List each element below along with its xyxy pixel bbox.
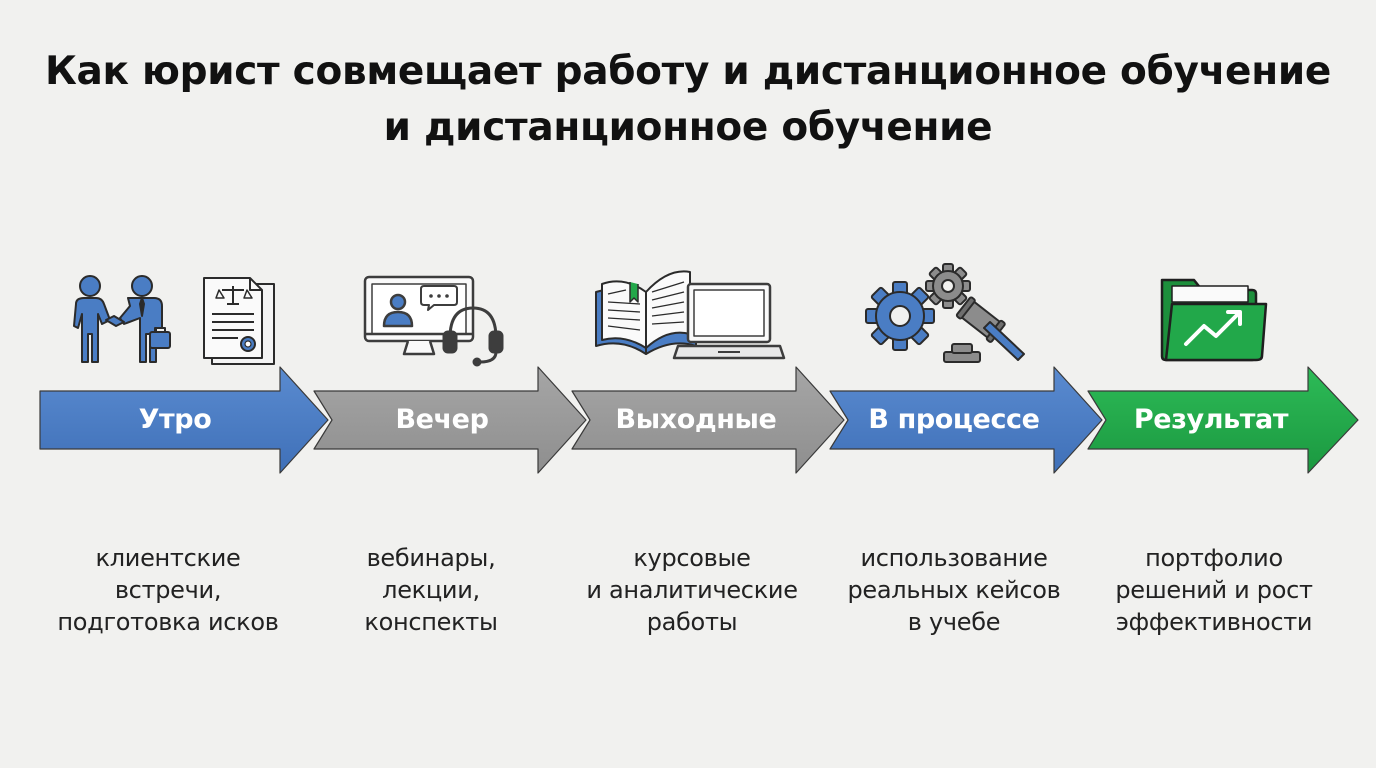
caption-line: в учебе [907,608,1001,636]
laptop-icon [672,282,786,360]
headset-icon [442,306,504,367]
step-label-evening: Вечер [395,404,489,435]
step-label-in-process: В процессе [868,404,1040,435]
caption-line: портфолио [1145,544,1283,572]
step-caption-morning: клиентские встречи, подготовка исков [38,542,298,638]
arrow-step-5 [1087,366,1359,474]
caption-line: и аналитические [586,576,798,604]
gavel-icon [943,296,1025,363]
growth-folder-icon [1160,278,1268,362]
step-caption-weekend: курсовые и аналитические работы [562,542,822,638]
caption-line: встречи, [114,576,222,604]
legal-document-icon [203,277,275,365]
handshake-icon [73,275,171,363]
caption-line: эффективности [1115,608,1313,636]
caption-line: подготовка исков [57,608,279,636]
caption-line: лекции, [382,576,480,604]
step-caption-in-process: использование реальных кейсов в учебе [824,542,1084,638]
arrow-step-3 [571,366,845,474]
page-title: Как юрист совмещает работу и дистанционн… [0,44,1376,156]
caption-line: использование [860,544,1048,572]
caption-line: работы [646,608,738,636]
arrow-step-2 [313,366,587,474]
step-caption-result: портфолио решений и рост эффективности [1084,542,1344,638]
caption-line: конспекты [364,608,498,636]
caption-line: вебинары, [366,544,496,572]
caption-line: курсовые [633,544,751,572]
step-caption-evening: вебинары, лекции, конспекты [301,542,561,638]
title-line-2: и дистанционное обучение [383,105,993,150]
open-book-icon [595,270,697,355]
arrow-step-1 [39,366,329,474]
gears-icon [865,263,971,351]
arrow-step-4 [829,366,1103,474]
step-label-morning: Утро [138,404,212,435]
step-label-weekend: Выходные [615,404,777,435]
caption-line: клиентские [95,544,241,572]
title-line-1: Как юрист совмещает работу и дистанционн… [44,49,1332,94]
caption-line: реальных кейсов [847,576,1061,604]
process-arrows [39,366,1359,474]
caption-line: решений и рост [1115,576,1313,604]
step-label-result: Результат [1133,404,1289,435]
